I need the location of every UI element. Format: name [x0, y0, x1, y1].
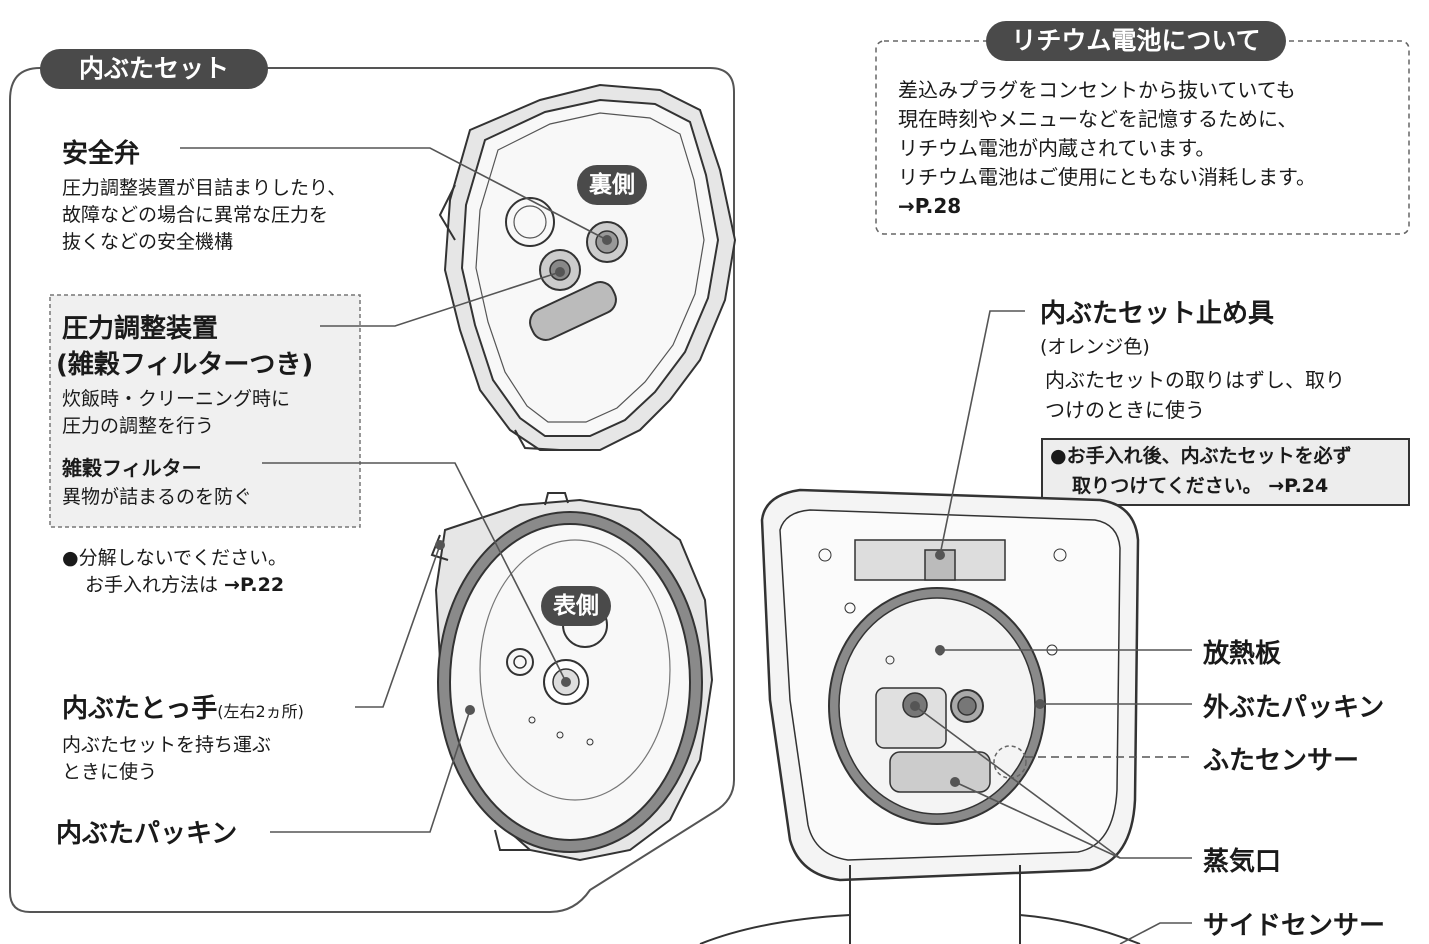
- battery-box-text: 差込みプラグをコンセントから抜いていても 現在時刻やメニューなどを記憶するために…: [898, 76, 1316, 221]
- safety-valve-description: 圧力調整装置が目詰まりしたり、 故障などの場合に異常な圧力を 抜くなどの安全機構: [62, 177, 347, 253]
- battery-page-ref: →P.28: [898, 194, 962, 218]
- outer-packing-label: 外ぶたパッキン: [1203, 693, 1385, 723]
- rice-cooker-illustration: [699, 488, 1141, 944]
- heat-plate-label: 放熱板: [1203, 639, 1282, 669]
- warning-box: [1041, 438, 1410, 506]
- inner-lid-set-title: 内ぶたセット: [40, 49, 268, 89]
- handle-label: 内ぶたとっ手(左右2ヵ所): [62, 694, 304, 724]
- inner-lid-front-illustration: [430, 492, 714, 862]
- regulator-box: [49, 294, 361, 528]
- side-sensor-label: サイドセンサー: [1203, 911, 1386, 941]
- caution-line2: お手入れ方法は →P.22: [85, 574, 285, 596]
- grain-filter-label: 雑穀フィルター: [62, 456, 202, 480]
- stopper-warning: ●お手入れ後、内ぶたセットを必ず 取りつけてください。 →P.24: [1050, 445, 1352, 497]
- grain-filter-description: 異物が詰まるのを防ぐ: [62, 486, 253, 508]
- inner-packing-label: 内ぶたパッキン: [56, 819, 238, 849]
- steam-port-label: 蒸気口: [1203, 847, 1282, 877]
- caution-line1: ●分解しないでください。: [62, 547, 288, 569]
- stopper-description: 内ぶたセットの取りはずし、取り つけのときに使う: [1045, 368, 1345, 422]
- pressure-regulator-sublabel: (雑穀フィルターつき): [56, 350, 314, 380]
- stopper-color-note: (オレンジ色): [1040, 336, 1150, 358]
- inner-lid-back-illustration: [438, 83, 737, 451]
- lid-sensor-label: ふたセンサー: [1203, 746, 1360, 776]
- leader-lines: [180, 147, 1192, 944]
- page-ref-link: →P.22: [224, 574, 285, 596]
- pressure-regulator-label: 圧力調整装置: [62, 314, 219, 344]
- safety-valve-label: 安全弁: [62, 139, 141, 169]
- battery-box-border: [875, 40, 1410, 235]
- front-side-badge: 表側: [541, 586, 611, 626]
- back-side-badge: 裏側: [577, 165, 647, 205]
- battery-box-title: リチウム電池について: [986, 21, 1286, 61]
- pressure-regulator-description: 炊飯時・クリーニング時に 圧力の調整を行う: [62, 388, 291, 437]
- stopper-label: 内ぶたセット止め具: [1040, 299, 1275, 329]
- handle-description: 内ぶたセットを持ち運ぶ ときに使う: [62, 734, 272, 783]
- left-panel-border: [9, 67, 735, 913]
